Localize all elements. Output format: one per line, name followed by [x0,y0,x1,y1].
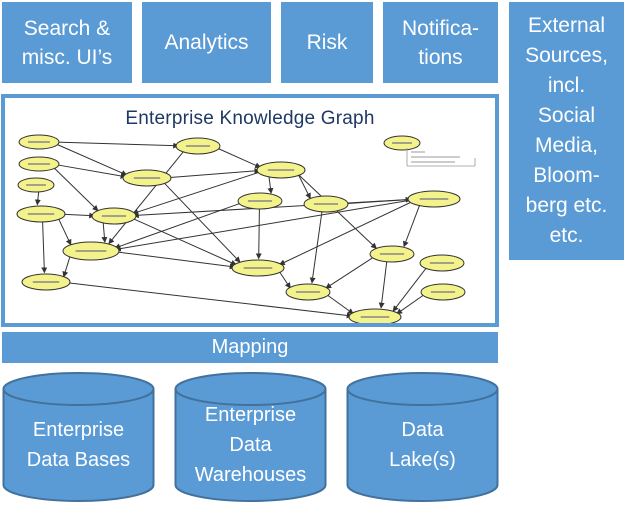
graph-edge [132,217,237,266]
graph-edge [326,294,354,315]
data-lake-cylinder: Data Lake(s) [346,372,499,505]
graph-edge [62,212,96,219]
graph-edge [34,191,41,206]
enterprise-warehouses-cylinder: Enterprise Data Warehouses [174,372,327,505]
graph-edge [325,256,375,289]
cylinder-icon [174,372,327,502]
graph-edge [114,199,411,252]
graph-nodes [16,134,466,323]
analytics-box: Analytics [142,2,271,83]
graph-edge [67,282,353,319]
graph-edge [163,182,241,263]
notifications-box: Notifica- tions [383,2,498,83]
graph-edge [53,167,99,212]
graph-legend-note [406,148,476,167]
enterprise-databases-cylinder: Enterprise Data Bases [2,372,155,505]
graph-edge [57,218,72,246]
knowledge-graph-canvas: Enterprise Knowledge Graph [5,98,495,323]
graph-edge [392,267,427,312]
search-ui-box: Search & misc. UI’s [2,2,132,83]
graph-edge [267,175,274,195]
graph-edge [255,208,262,260]
graph-edges [34,141,427,319]
graph-edge [108,150,185,245]
graph-edge [345,196,412,205]
cylinder-icon [2,372,155,502]
graph-edge [41,221,48,274]
enterprise-warehouses-label: Enterprise Data Warehouses [194,404,307,486]
graph-edge [168,167,261,179]
graph-edge [116,251,236,270]
cylinder-icon [346,372,499,502]
graph-edge [378,260,388,309]
graph-edge [297,174,311,200]
graph-edge [55,143,128,176]
graph-edge [278,270,291,289]
mapping-bar: Mapping [2,332,498,363]
graph-node [348,308,402,323]
graph-edge [132,171,261,215]
graph-edge [396,294,425,315]
graph-edge [101,221,108,243]
enterprise-databases-label: Enterprise Data Bases [26,419,131,471]
risk-box: Risk [281,2,373,83]
graph-edge [62,255,71,278]
graph-edge [216,147,262,169]
knowledge-graph-title: Enterprise Knowledge Graph [125,108,375,129]
external-sources-box: External Sources, incl. Social Media, Bl… [509,2,624,260]
data-lake-label: Data Lake(s) [389,419,456,471]
knowledge-graph-panel: Enterprise Knowledge Graph [1,94,499,327]
graph-edge [278,201,413,266]
graph-edge [56,141,180,149]
knowledge-graph-diagram [16,134,476,323]
graph-edge [402,204,421,248]
graph-edge [114,202,242,250]
graph-edge [56,164,127,179]
